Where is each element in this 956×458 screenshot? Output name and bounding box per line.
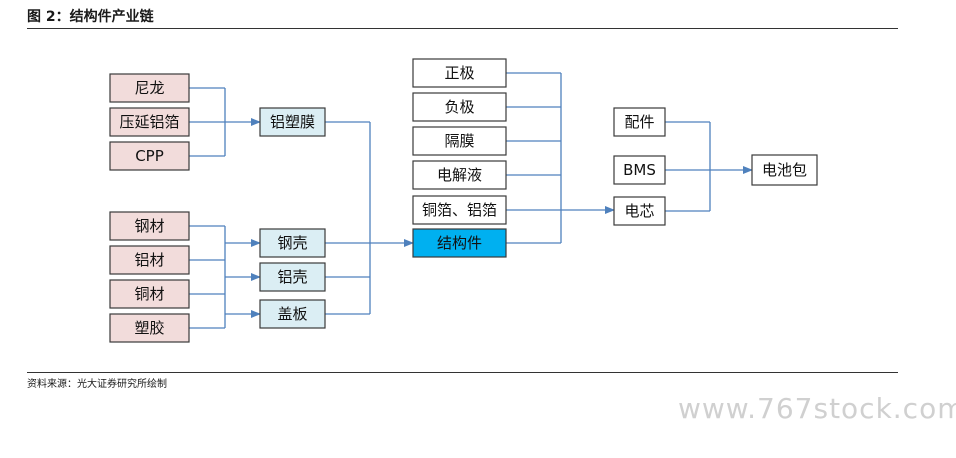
edges-al-film bbox=[189, 87, 261, 157]
svg-text:钢壳: 钢壳 bbox=[277, 234, 307, 252]
node-cpp: CPP bbox=[109, 141, 190, 171]
node-copper-material: 铜材 bbox=[109, 279, 190, 309]
edges-shells bbox=[189, 225, 261, 329]
node-steel-material: 钢材 bbox=[109, 211, 190, 241]
edges-to-pack bbox=[665, 121, 753, 212]
svg-text:配件: 配件 bbox=[624, 113, 654, 131]
node-rolled-aluminum-foil: 压延铝箔 bbox=[109, 107, 190, 137]
node-battery-pack: 电池包 bbox=[751, 154, 818, 186]
node-bms: BMS bbox=[613, 155, 666, 185]
node-steel-shell: 钢壳 bbox=[259, 228, 326, 258]
svg-text:钢材: 钢材 bbox=[134, 217, 164, 235]
svg-text:正极: 正极 bbox=[444, 64, 474, 82]
node-structural-parts: 结构件 bbox=[412, 228, 507, 258]
svg-text:负极: 负极 bbox=[444, 98, 474, 116]
node-battery-cell: 电芯 bbox=[613, 196, 666, 226]
node-aluminum-shell: 铝壳 bbox=[259, 262, 326, 292]
node-copper-aluminum-foil: 铜箔、铝箔 bbox=[412, 195, 507, 225]
edges-to-cell bbox=[506, 72, 615, 244]
svg-text:结构件: 结构件 bbox=[437, 234, 482, 252]
bottom-rule bbox=[27, 372, 898, 373]
svg-text:电芯: 电芯 bbox=[624, 202, 654, 220]
node-plastic: 塑胶 bbox=[109, 313, 190, 343]
node-anode: 负极 bbox=[412, 92, 507, 122]
svg-text:铝塑膜: 铝塑膜 bbox=[270, 113, 315, 131]
svg-text:电池包: 电池包 bbox=[762, 161, 807, 179]
edges-to-struct bbox=[325, 121, 414, 315]
svg-text:盖板: 盖板 bbox=[277, 305, 307, 323]
node-electrolyte: 电解液 bbox=[412, 160, 507, 190]
svg-text:电解液: 电解液 bbox=[437, 166, 482, 184]
svg-text:CPP: CPP bbox=[135, 147, 164, 165]
node-cathode: 正极 bbox=[412, 58, 507, 88]
svg-text:尼龙: 尼龙 bbox=[134, 79, 164, 97]
svg-text:塑胶: 塑胶 bbox=[134, 319, 164, 337]
node-aluminum-plastic-film: 铝塑膜 bbox=[259, 107, 326, 137]
node-accessories: 配件 bbox=[613, 107, 666, 137]
svg-text:铝壳: 铝壳 bbox=[277, 268, 307, 286]
svg-text:铜材: 铜材 bbox=[134, 285, 164, 303]
source-note: 资料来源：光大证券研究所绘制 bbox=[27, 379, 167, 390]
svg-text:压延铝箔: 压延铝箔 bbox=[119, 113, 179, 131]
svg-text:铝材: 铝材 bbox=[134, 251, 164, 269]
watermark: www.767stock.com bbox=[678, 392, 956, 425]
svg-text:铜箔、铝箔: 铜箔、铝箔 bbox=[422, 201, 497, 219]
node-aluminum-material: 铝材 bbox=[109, 245, 190, 275]
node-nylon: 尼龙 bbox=[109, 73, 190, 103]
node-cover-plate: 盖板 bbox=[259, 299, 326, 329]
figure-title: 图 2：结构件产业链 bbox=[27, 9, 154, 25]
node-separator: 隔膜 bbox=[412, 126, 507, 156]
svg-text:隔膜: 隔膜 bbox=[444, 132, 474, 150]
svg-text:BMS: BMS bbox=[623, 161, 656, 179]
top-rule bbox=[27, 28, 898, 29]
